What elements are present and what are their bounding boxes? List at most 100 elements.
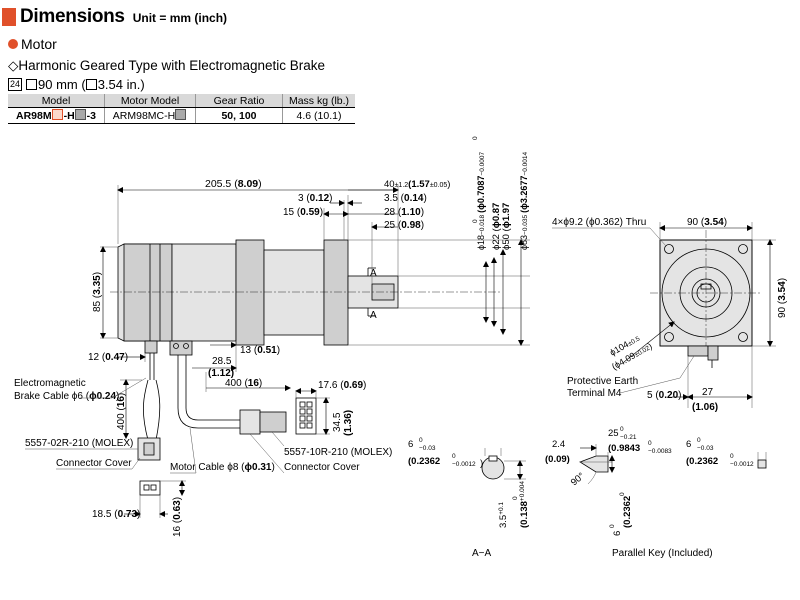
svg-text:ϕ22 (ϕ0.87: ϕ22 (ϕ0.87 [491, 203, 502, 250]
svg-text:0: 0 [512, 496, 519, 500]
svg-text:−0.03: −0.03 [697, 445, 714, 452]
svg-text:−0.0083: −0.0083 [648, 448, 672, 455]
svg-text:): ) [480, 458, 483, 469]
svg-text:25: 25 [608, 428, 619, 439]
svg-text:90 (3.54): 90 (3.54) [687, 217, 727, 228]
svg-text:(0.09): (0.09) [545, 454, 570, 465]
key-chamfer-view [579, 455, 609, 473]
subtitle: ◇Harmonic Geared Type with Electromagnet… [8, 58, 326, 73]
square-icon [26, 79, 38, 90]
svg-text:34.5: 34.5 [332, 412, 343, 432]
motor-connector-front-view [295, 397, 317, 435]
gearhead [263, 249, 325, 336]
frame-size-text: 90 mm ( [38, 77, 86, 92]
svg-text:ϕ50 (ϕ1.97: ϕ50 (ϕ1.97 [501, 203, 512, 250]
svg-text:3 (0.12): 3 (0.12) [298, 193, 332, 204]
earth-label: Protective Earth [567, 376, 638, 387]
svg-text:(0.2362: (0.2362 [408, 456, 440, 467]
svg-text:ϕ83−0.035(ϕ3.2677−0.0014: ϕ83−0.035(ϕ3.2677−0.0014 [519, 152, 529, 250]
section-heading: Motor [8, 36, 57, 52]
placeholder-box-icon [51, 109, 63, 120]
svg-text:(0.2362: (0.2362 [686, 456, 718, 467]
svg-text:85 (3.35): 85 (3.35) [92, 272, 103, 312]
svg-text:40±1.2(1.57±0.05): 40±1.2(1.57±0.05) [384, 179, 450, 190]
brake-cable-outlet [144, 340, 158, 354]
connector-cover-label-2: Connector Cover [284, 462, 360, 473]
model-part: AR98M [15, 110, 52, 122]
cell-gear-ratio: 50, 100 [195, 107, 283, 124]
svg-text:17.6 (0.69): 17.6 (0.69) [318, 380, 366, 391]
motor-body [171, 243, 237, 342]
cell-mass: 4.6 (10.1) [282, 107, 355, 124]
cell-motor-model: ARM98MC-H [104, 107, 196, 124]
col-gear-ratio: Gear Ratio [195, 94, 283, 108]
svg-text:27: 27 [702, 387, 714, 398]
svg-text:(1.12): (1.12) [208, 368, 234, 379]
header: Dimensions Unit = mm (inch) [0, 0, 227, 28]
frame-size-badge: 24 [8, 78, 23, 91]
svg-text:0: 0 [419, 437, 423, 444]
placeholder-box-icon [74, 109, 86, 120]
svg-text:18.5 (0.73): 18.5 (0.73) [92, 509, 140, 520]
svg-text:16 (0.63): 16 (0.63) [172, 497, 183, 537]
section-mark-a: A [370, 268, 377, 279]
holes-label: 4×ϕ9.2 (ϕ0.362) Thru [552, 217, 646, 228]
svg-text:Brake Cable ϕ6 (ϕ0.24): Brake Cable ϕ6 (ϕ0.24) [14, 391, 119, 402]
svg-text:ϕ18−0.018(ϕ0.7087−0.0007: ϕ18−0.018(ϕ0.7087−0.0007 [476, 152, 486, 250]
section-aa: 6 0 −0.03 (0.2362 0 −0.0012 ) 3.5+0.1 0 … [408, 437, 530, 559]
placeholder-box-icon [175, 109, 187, 120]
brake-connector [143, 442, 155, 456]
svg-text:28 (1.10): 28 (1.10) [384, 207, 424, 218]
header-title: Dimensions [20, 6, 125, 27]
col-mass: Mass kg (lb.) [282, 94, 355, 108]
svg-text:6: 6 [612, 531, 623, 536]
svg-text:(1.36): (1.36) [343, 410, 354, 436]
section-aa-label: A−A [472, 548, 492, 559]
motor-model-part: ARM98MC-H [112, 110, 176, 122]
svg-text:0: 0 [452, 453, 456, 460]
molex-10pin-label: 5557-10R-210 (MOLEX) [284, 447, 392, 458]
molex-2pin-label: 5557-02R-210 (MOLEX) [25, 438, 133, 449]
svg-text:(0.138+0.004: (0.138+0.004 [519, 481, 530, 528]
parallel-key-label: Parallel Key (Included) [612, 548, 713, 559]
section-mark-a: A [370, 310, 377, 321]
svg-text:0: 0 [472, 219, 479, 223]
svg-text:−0.0012: −0.0012 [452, 461, 476, 468]
svg-text:0: 0 [609, 524, 616, 528]
header-bar-icon [2, 8, 16, 26]
frame-size-inch: 3.54 in.) [97, 77, 145, 92]
table-row: AR98M -H -3 ARM98MC-H 50, 100 4.6 (10.1) [8, 107, 355, 124]
svg-text:400 (16): 400 (16) [116, 393, 127, 430]
col-model: Model [8, 94, 105, 108]
brake-body [123, 243, 173, 342]
svg-text:90 (3.54): 90 (3.54) [777, 278, 788, 318]
col-motor-model: Motor Model [104, 94, 196, 108]
svg-text:25 (0.98): 25 (0.98) [384, 220, 424, 231]
side-dimensions: 205.5 (8.09) 40±1.2(1.57±0.05) 3 (0.12) … [88, 136, 530, 537]
square-icon [85, 79, 97, 90]
svg-text:−0.0012: −0.0012 [730, 461, 754, 468]
motor-cable [177, 355, 240, 429]
svg-text:(1.06): (1.06) [692, 402, 718, 413]
cell-model: AR98M -H -3 [8, 107, 105, 124]
svg-text:28.5: 28.5 [212, 356, 232, 367]
svg-text:0: 0 [730, 453, 734, 460]
svg-text:0: 0 [697, 437, 701, 444]
svg-text:0: 0 [620, 426, 624, 433]
svg-text:5 (0.20): 5 (0.20) [647, 390, 681, 401]
callouts: Electromagnetic Brake Cable ϕ6 (ϕ0.24) 5… [14, 377, 392, 474]
front-view [650, 230, 762, 368]
svg-text:−0.21: −0.21 [620, 434, 637, 441]
earth-terminal [687, 345, 709, 357]
svg-text:400 (16): 400 (16) [225, 378, 262, 389]
svg-text:(0.2362: (0.2362 [622, 496, 633, 528]
spec-table: Model Motor Model Gear Ratio Mass kg (lb… [8, 94, 355, 124]
model-part: -3 [86, 110, 97, 122]
svg-text:205.5 (8.09): 205.5 (8.09) [205, 178, 262, 190]
key-end-view [757, 459, 767, 469]
section-title: Motor [21, 36, 57, 52]
output-flange [323, 239, 349, 346]
model-part: -H [63, 110, 75, 122]
